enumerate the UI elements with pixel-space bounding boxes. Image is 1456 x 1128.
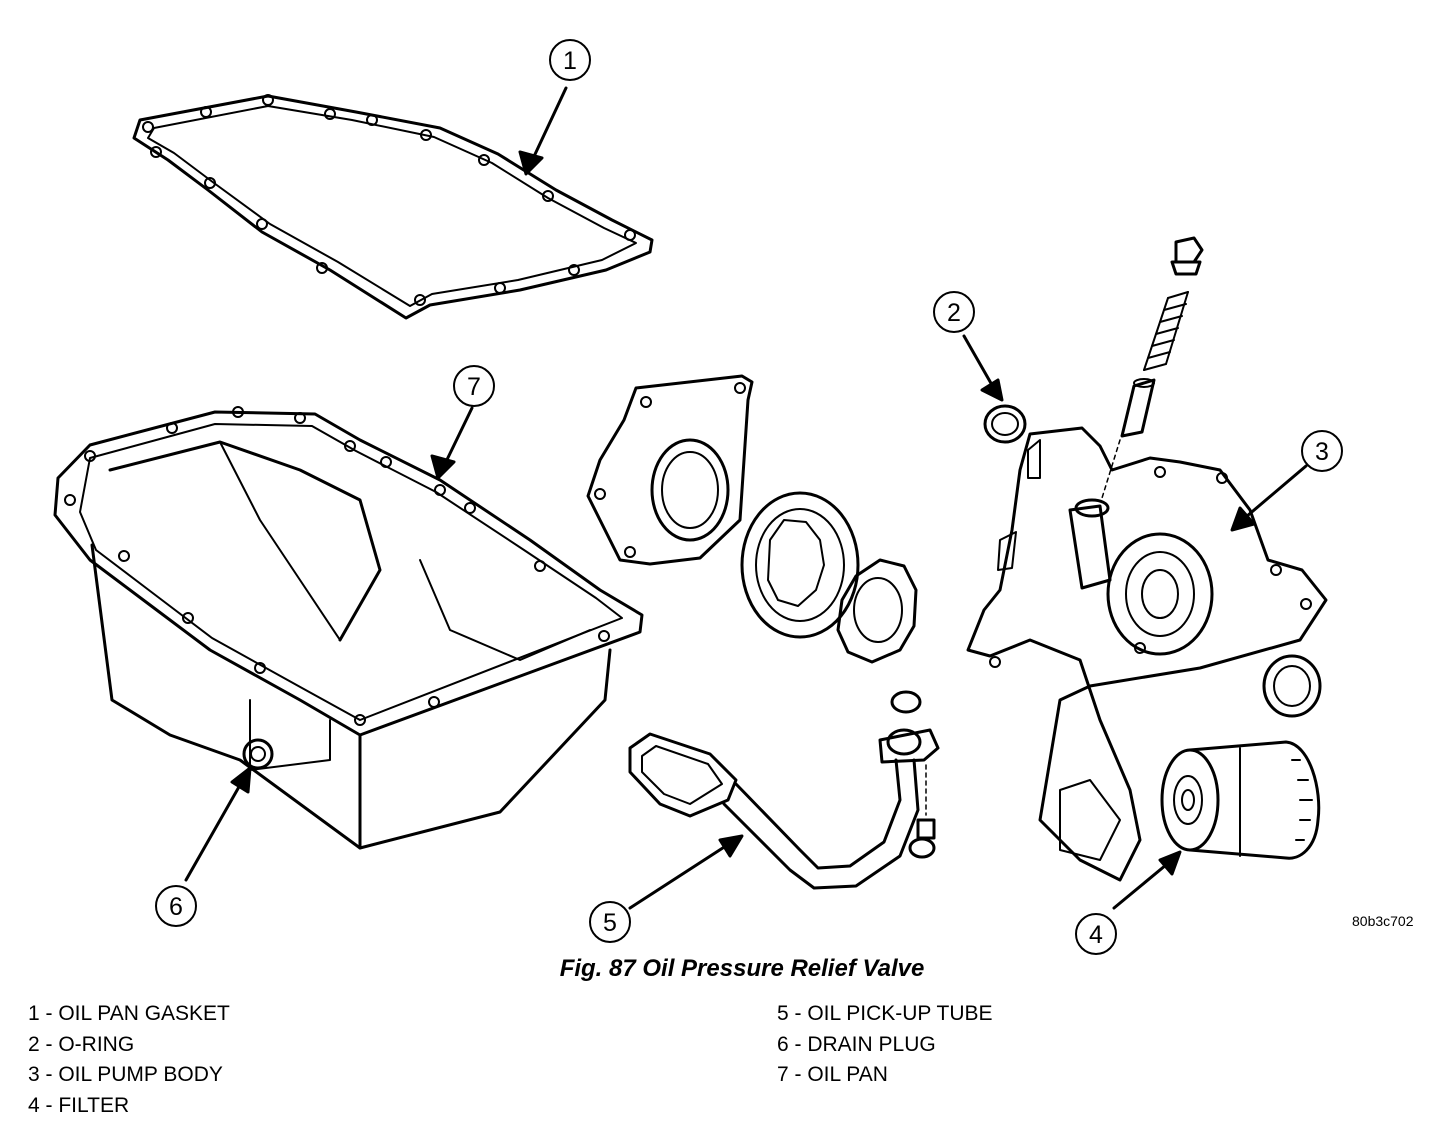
oil-filter (1160, 740, 1321, 860)
oil-pickup-tube (628, 690, 940, 890)
legend-item: 3 - OIL PUMP BODY (28, 1063, 223, 1087)
pump-cover-plate (586, 374, 754, 566)
outer-rotor (740, 491, 860, 639)
svg-text:2: 2 (947, 299, 961, 327)
legend-item: 1 - OIL PAN GASKET (28, 1002, 230, 1025)
svg-text:4: 4 (1089, 921, 1103, 949)
legend-item: 2 - O-RING (28, 1032, 135, 1056)
callout-7: 7 (453, 365, 495, 407)
svg-text:1: 1 (563, 47, 577, 75)
callout-3: 3 (1301, 430, 1343, 472)
exploded-parts-diagram: 1 2 3 4 5 6 7 (53, 39, 1343, 955)
callout-6: 6 (155, 885, 197, 927)
oil-pump-body (966, 426, 1328, 882)
callout-5: 5 (589, 901, 631, 943)
leader-arrows (184, 86, 1308, 910)
figure-caption: Fig. 87 Oil Pressure Relief Valve (559, 955, 925, 982)
legend-item: 7 - OIL PAN (777, 1063, 888, 1087)
legend-item: 4 - FILTER (28, 1094, 130, 1118)
relief-valve-spring (1143, 291, 1189, 371)
relief-valve-plunger (1120, 378, 1156, 438)
inner-rotor (836, 558, 918, 664)
o-ring (983, 404, 1027, 444)
svg-text:7: 7 (467, 373, 481, 401)
oil-pan (53, 406, 644, 850)
callout-4: 4 (1075, 913, 1117, 955)
legend-item: 6 - DRAIN PLUG (777, 1032, 936, 1056)
image-code: 80b3c702 (1352, 913, 1414, 929)
callout-1: 1 (549, 39, 591, 81)
svg-text:3: 3 (1315, 438, 1329, 466)
relief-valve-plug (1170, 236, 1204, 276)
front-seal (1262, 654, 1322, 718)
legend-left-column: 1 - OIL PAN GASKET 2 - O-RING 3 - OIL PU… (28, 999, 230, 1122)
callout-2: 2 (933, 291, 975, 333)
svg-text:5: 5 (603, 909, 617, 937)
oil-pan-gasket (132, 94, 654, 320)
legend-item: 5 - OIL PICK-UP TUBE (777, 1002, 993, 1025)
legend-right-column: 5 - OIL PICK-UP TUBE 6 - DRAIN PLUG 7 - … (777, 999, 993, 1091)
svg-text:6: 6 (169, 893, 183, 921)
